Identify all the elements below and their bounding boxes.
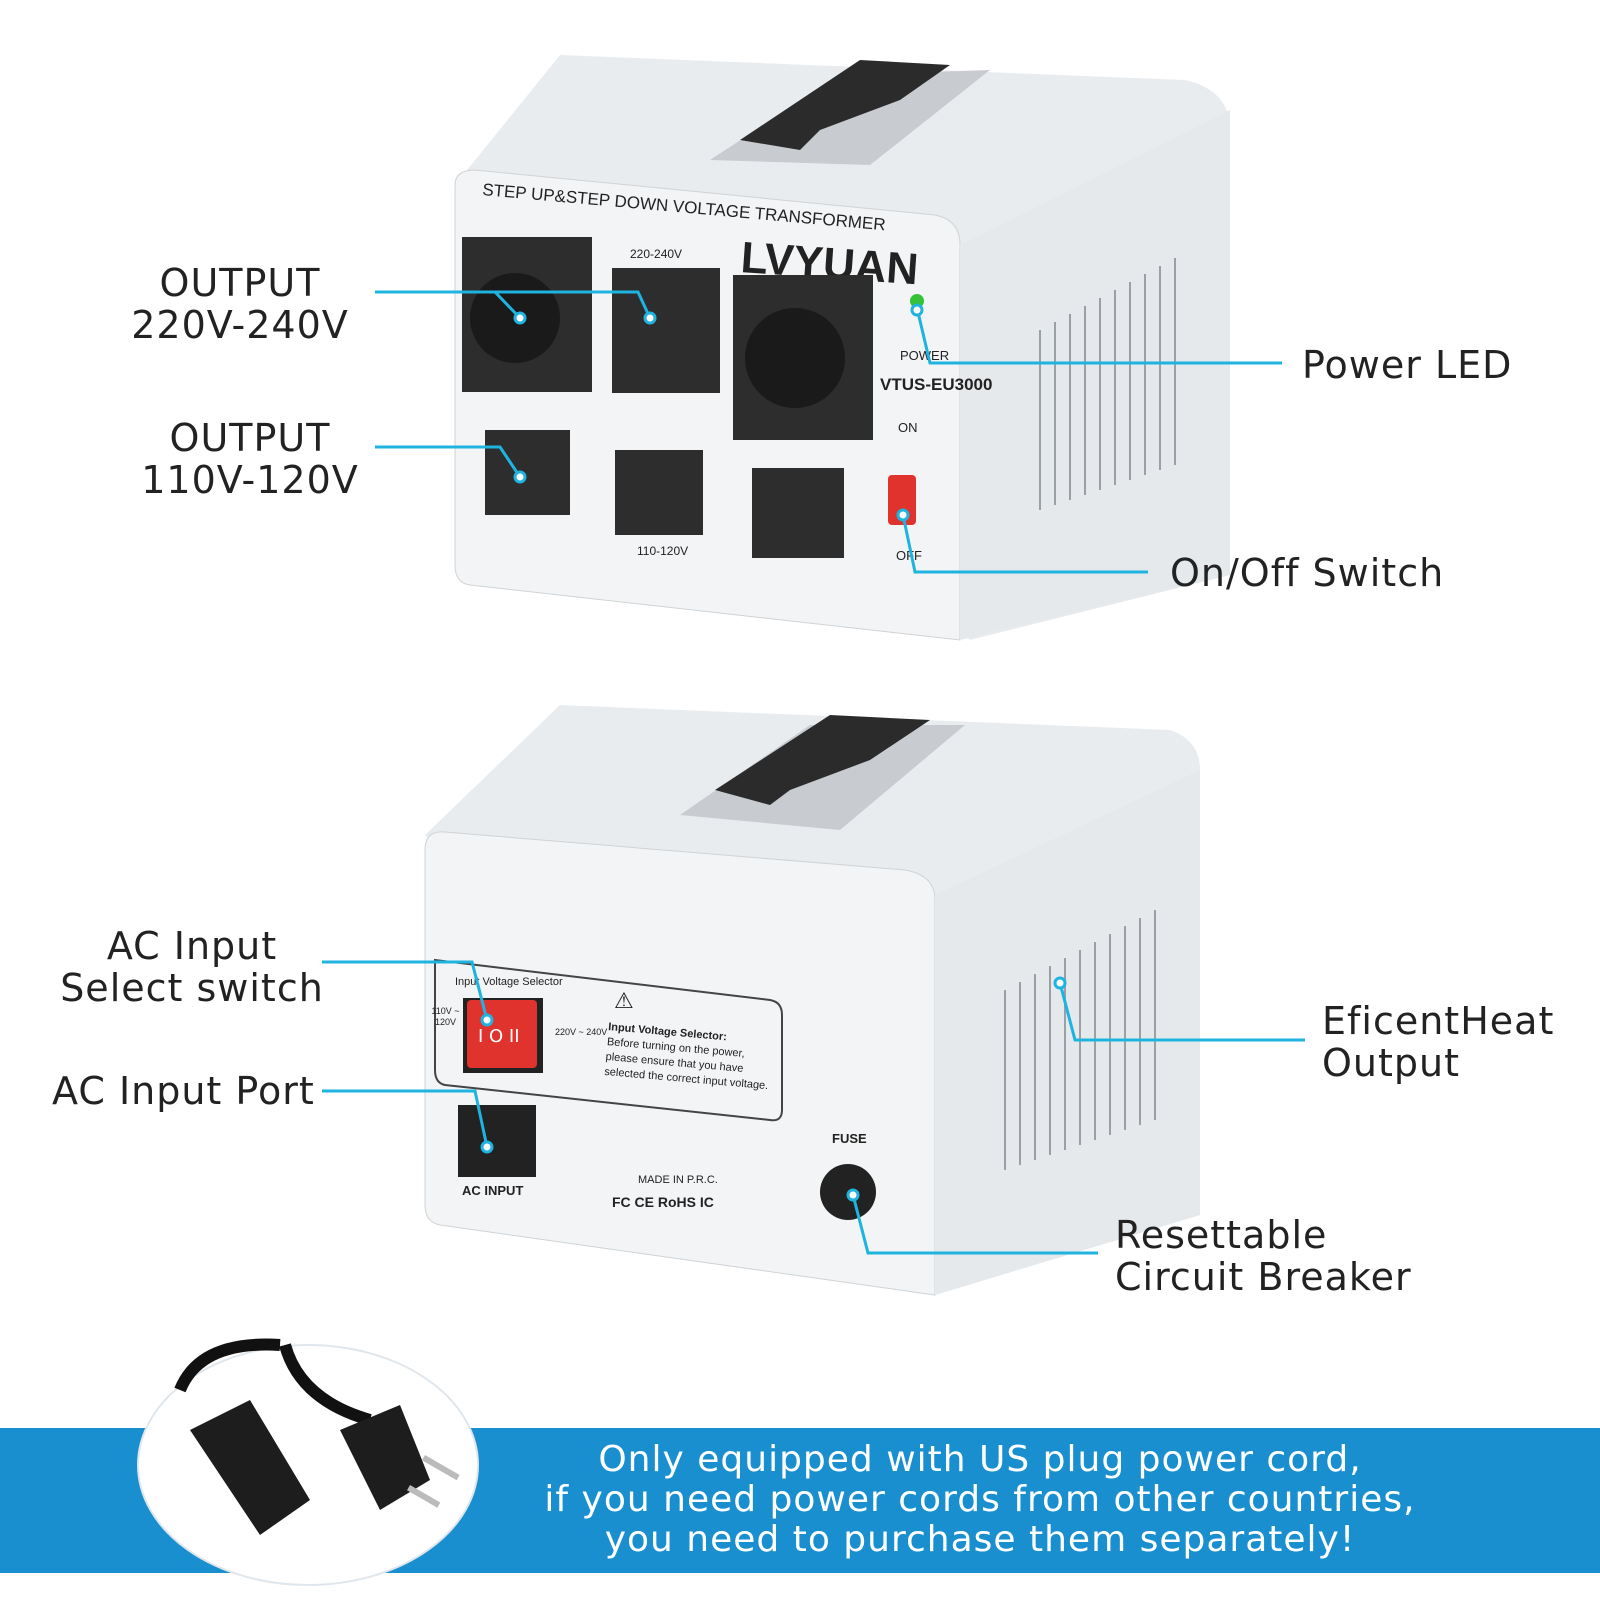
- callout-circuit-breaker: Resettable Circuit Breaker: [1115, 1213, 1412, 1299]
- model-number: VTUS-EU3000: [880, 375, 992, 394]
- callout-heat-output: EficentHeat Output: [1322, 999, 1555, 1085]
- power-text: POWER: [900, 348, 949, 363]
- outlet-eu-1: [462, 237, 592, 392]
- callout-on-off-switch: On/Off Switch: [1170, 551, 1445, 595]
- selector-title: Input Voltage Selector: [455, 976, 563, 988]
- back-carry-handle: [680, 715, 965, 830]
- fuse-text: FUSE: [832, 1131, 867, 1146]
- carry-handle: [710, 60, 990, 165]
- outlet-us-3: [752, 468, 844, 558]
- ac-input-port[interactable]: [458, 1105, 536, 1177]
- callout-power-led: Power LED: [1302, 343, 1513, 387]
- callout-ac-input-port: AC Input Port: [52, 1069, 315, 1113]
- callout-output-220-240: OUTPUT 220V-240V: [131, 261, 349, 347]
- selector-panel-outline: [434, 958, 783, 1122]
- back-transformer: Input Voltage Selector I O II 220V ~ 240…: [424, 705, 1200, 1296]
- low-group-label: 110-120V: [637, 544, 688, 558]
- outlet-us-2: [615, 450, 703, 535]
- switch-symbols: I O II: [478, 1026, 520, 1047]
- ac-input-text: AC INPUT: [462, 1183, 523, 1198]
- high-range: 220V ~ 240V: [555, 1027, 607, 1037]
- low-range: 110V ~ 120V: [431, 1006, 460, 1027]
- cert-marks: FC CE RoHS IC: [612, 1194, 714, 1210]
- off-text: OFF: [896, 548, 922, 563]
- back-vent-slots: [1004, 910, 1156, 1170]
- callout-lines: [322, 290, 1305, 1255]
- on-text: ON: [898, 420, 918, 435]
- outlet-universal: [612, 268, 720, 393]
- power-led: [910, 294, 924, 308]
- banner-text: Only equipped with US plug power cord, i…: [544, 1439, 1416, 1560]
- high-group-label: 220-240V: [630, 247, 682, 261]
- callout-output-110-120: OUTPUT 110V-120V: [141, 416, 359, 502]
- outlet-us-1: [485, 430, 570, 515]
- outlet-eu-2: [733, 275, 873, 440]
- callout-ac-input-select: AC Input Select switch: [60, 924, 324, 1010]
- vent-slots: [1039, 258, 1176, 510]
- warning-icon: ⚠: [614, 989, 634, 1014]
- made-in-text: MADE IN P.R.C.: [638, 1174, 718, 1186]
- front-transformer: STEP UP&STEP DOWN VOLTAGE TRANSFORMER LV…: [454, 55, 1230, 641]
- callout-dots: [480, 303, 1067, 1202]
